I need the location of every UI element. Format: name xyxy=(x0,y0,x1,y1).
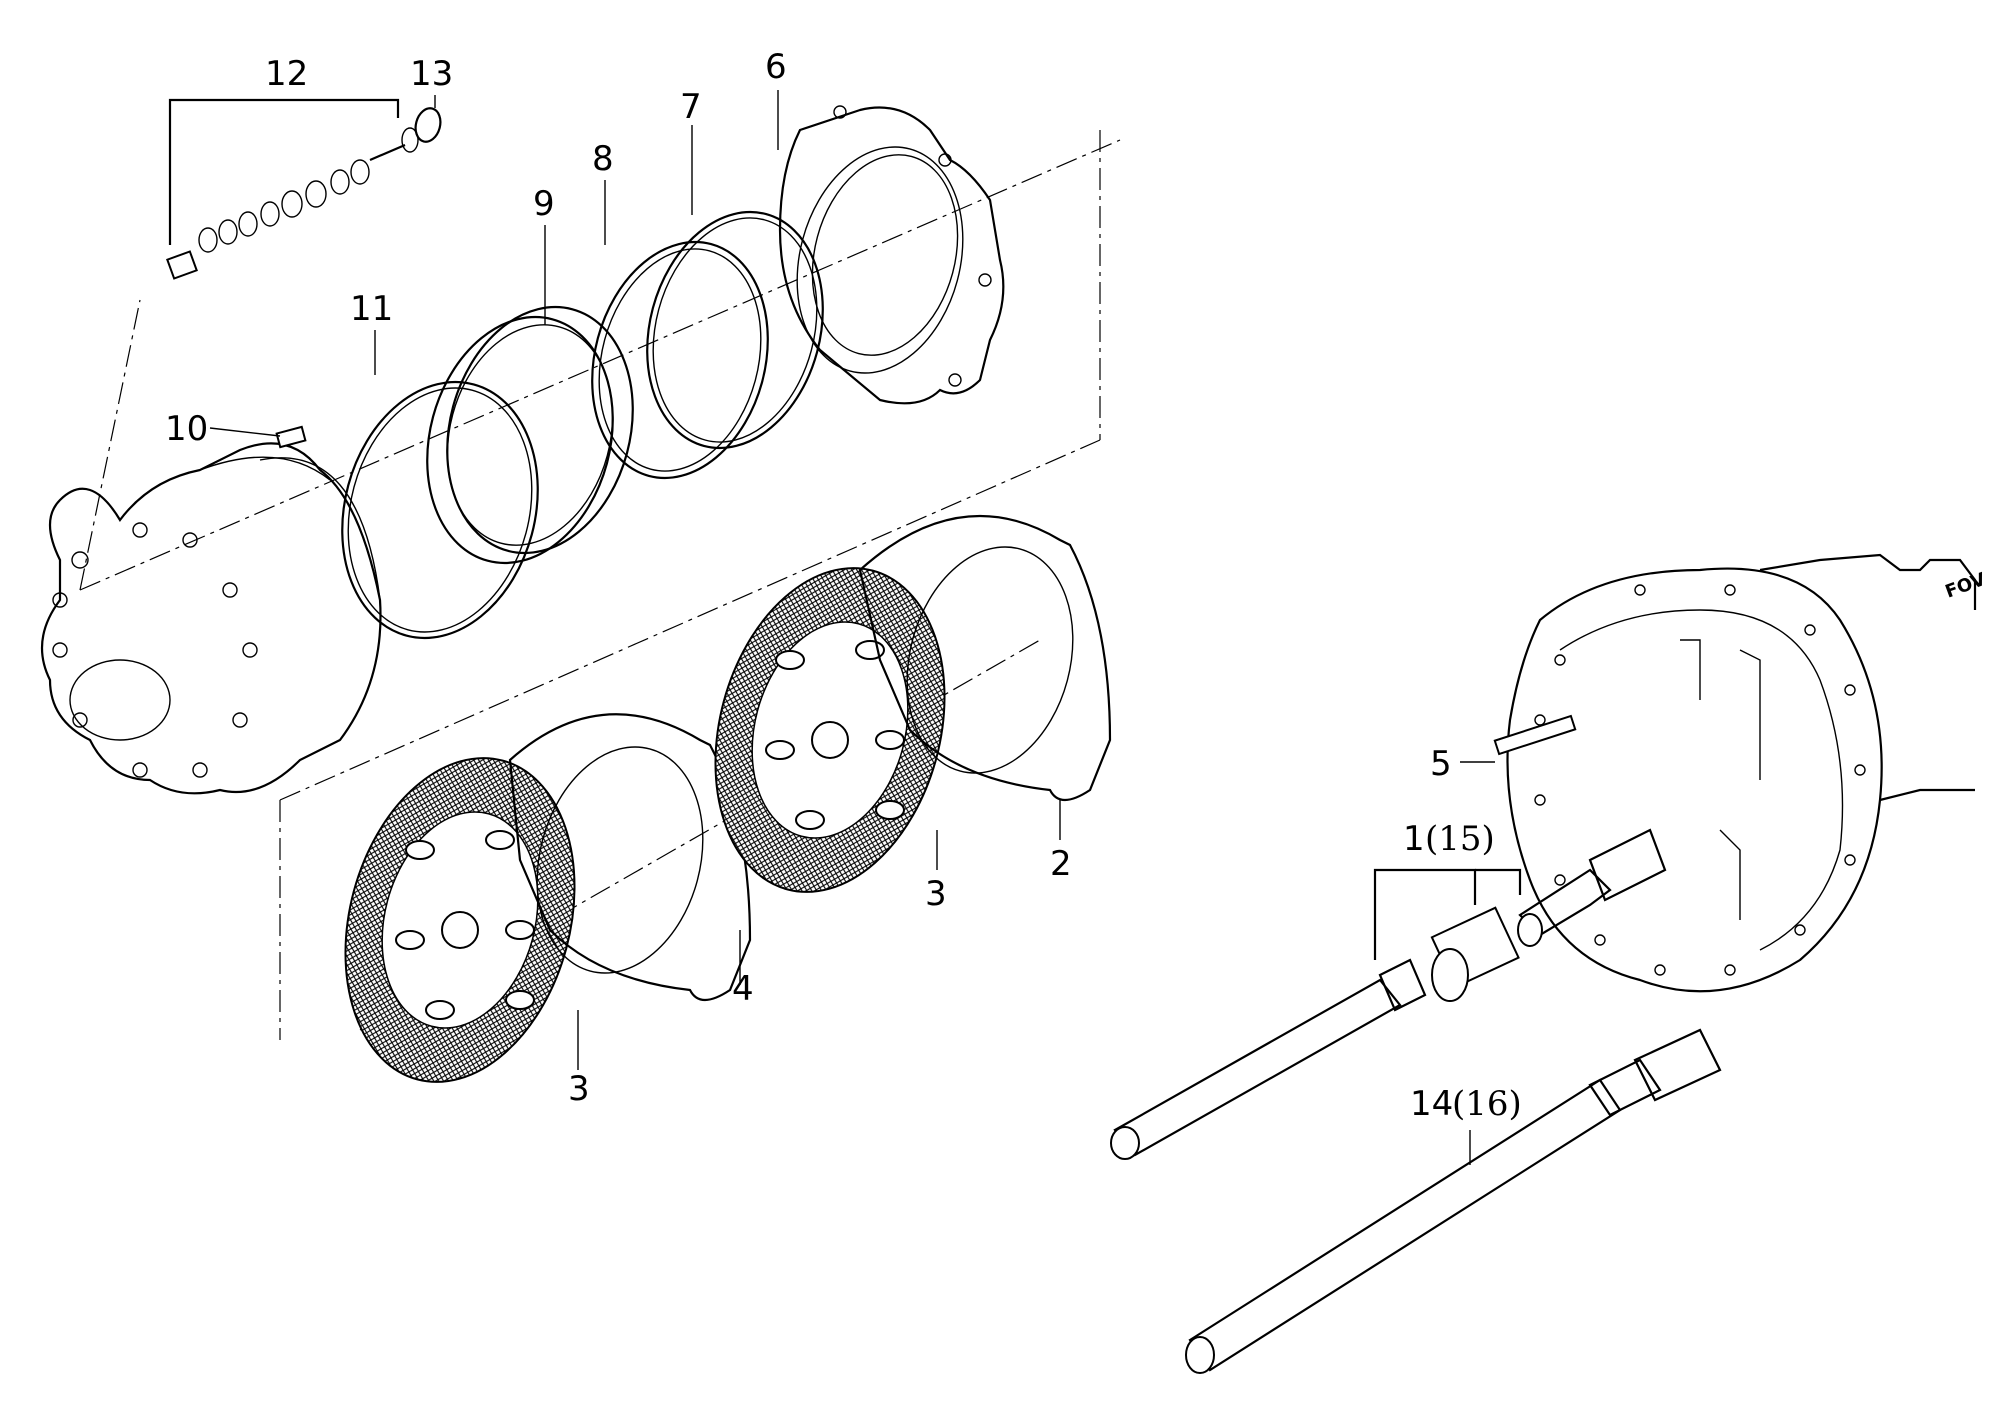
label-13: 13 xyxy=(410,54,453,94)
pin-10 xyxy=(209,425,307,449)
axle-housing: FOV xyxy=(1506,553,1989,993)
label-7: 7 xyxy=(680,87,702,127)
label-1-alt: (15) xyxy=(1425,819,1495,859)
ring-13 xyxy=(414,95,442,143)
label-14: 14 xyxy=(1410,1084,1453,1124)
pin-5 xyxy=(1460,714,1577,763)
label-4: 4 xyxy=(732,969,754,1009)
separator-plate-2 xyxy=(858,514,1112,840)
valve-assembly-12 xyxy=(166,98,419,280)
friction-disc-3-upper xyxy=(714,567,946,893)
label-2: 2 xyxy=(1050,844,1072,884)
label-3-lower: 3 xyxy=(568,1069,590,1109)
seal-ring-8 xyxy=(591,180,769,480)
label-5: 5 xyxy=(1430,744,1452,784)
hub-housing xyxy=(40,442,382,795)
callout-labels: 12 13 6 7 8 9 11 10 2 3 4 3 5 1 (15) 14 … xyxy=(165,47,1522,1124)
label-8: 8 xyxy=(592,139,614,179)
cover-6 xyxy=(777,90,1005,405)
label-1: 1 xyxy=(1403,819,1425,859)
seal-ring-7 xyxy=(646,125,824,450)
label-12: 12 xyxy=(265,54,308,94)
shaft-assembly-1 xyxy=(1110,828,1667,1160)
o-ring-11 xyxy=(341,330,539,640)
piston-9 xyxy=(426,225,634,565)
label-11: 11 xyxy=(350,289,393,329)
housing-mark-text: FOV xyxy=(1943,569,1989,603)
label-9: 9 xyxy=(533,184,555,224)
label-6: 6 xyxy=(765,47,787,87)
separator-plate-4 xyxy=(508,713,752,1002)
label-10: 10 xyxy=(165,409,208,449)
friction-disc-3-lower xyxy=(344,757,579,1083)
shaft-14 xyxy=(1185,1028,1722,1374)
axis-lines xyxy=(79,130,1121,1040)
label-14-alt: (16) xyxy=(1452,1084,1522,1124)
label-3-upper: 3 xyxy=(925,874,947,914)
